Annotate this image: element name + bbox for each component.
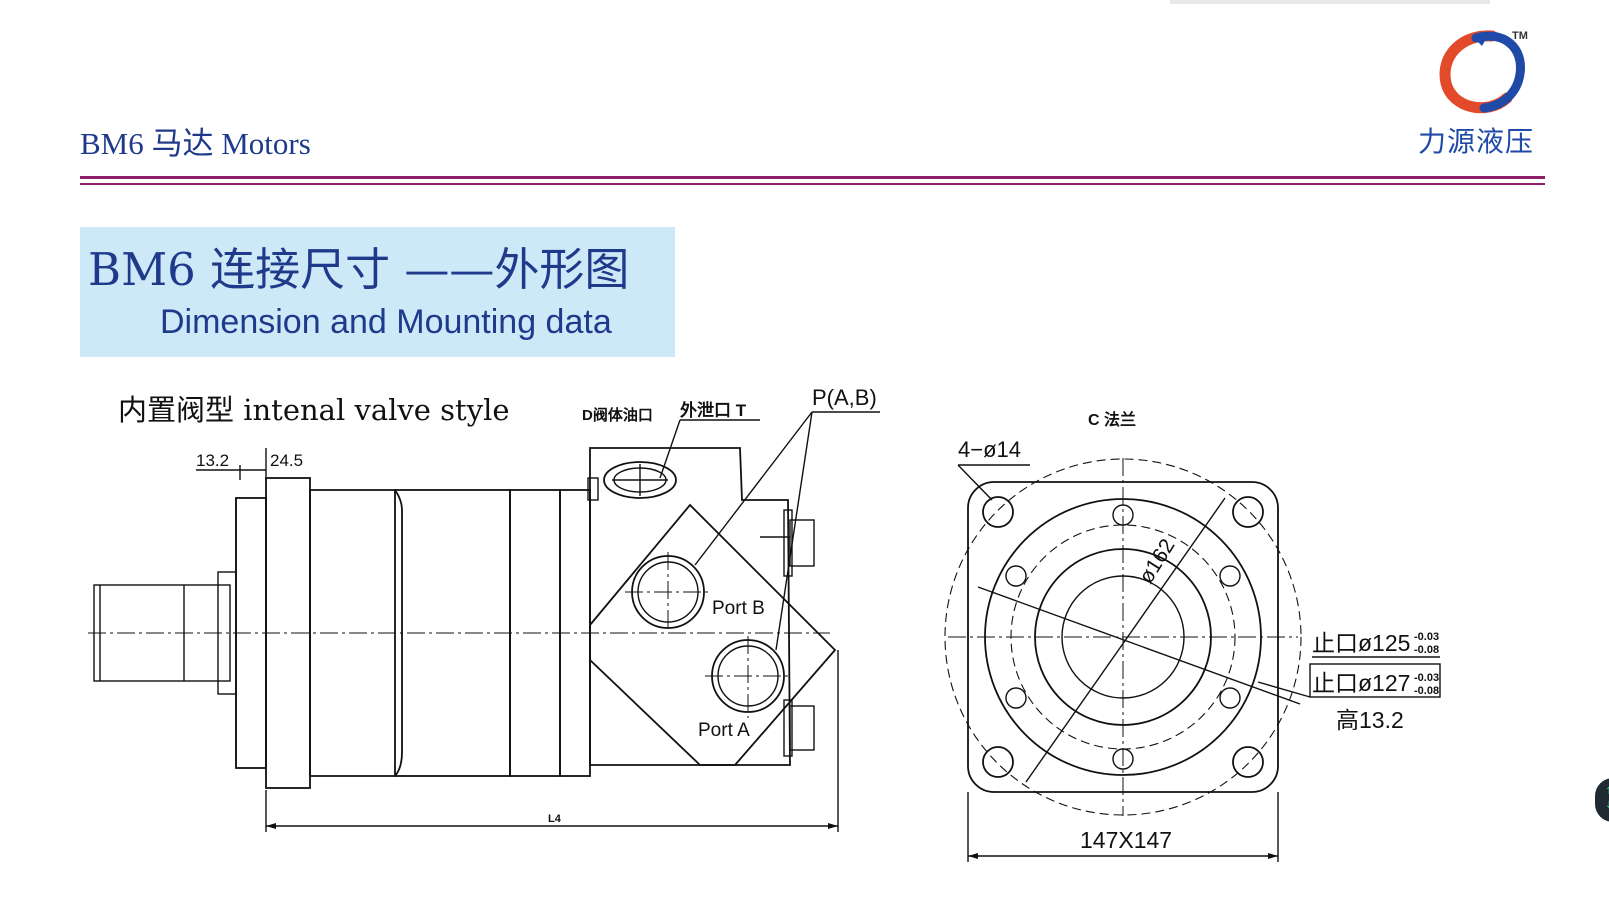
port-a-label: Port A bbox=[698, 720, 750, 741]
section-banner: BM6 连接尺寸 ——外形图 Dimension and Mounting da… bbox=[80, 227, 675, 357]
pilot-125-label: 止口ø125 bbox=[1312, 630, 1410, 656]
dim-24-5-label: 24.5 bbox=[270, 451, 303, 470]
banner-title-en: Dimension and Mounting data bbox=[160, 303, 612, 341]
nav-down-icon: ↓ bbox=[1605, 800, 1609, 811]
nav-up-icon: ↑ bbox=[1605, 786, 1609, 797]
page-header-title: BM6 马达 Motors bbox=[80, 126, 311, 161]
port-b-label: Port B bbox=[712, 598, 765, 619]
valve-style-label: 内置阀型 intenal valve style bbox=[118, 393, 510, 427]
header-rule-top bbox=[80, 176, 1545, 179]
top-shade-bar bbox=[1170, 0, 1490, 4]
pilot-127-label: 止口ø127 bbox=[1312, 670, 1410, 696]
port-pab-label: P(A,B) bbox=[812, 385, 877, 410]
drain-d-label: D阀体油口 bbox=[582, 406, 653, 424]
banner-title-zh: BM6 连接尺寸 ——外形图 bbox=[88, 243, 630, 296]
logo-mark-icon bbox=[1439, 30, 1525, 114]
dim-13-2-label: 13.2 bbox=[196, 451, 229, 470]
square-size-label: 147X147 bbox=[1080, 827, 1172, 853]
logo-company-name: 力源液压 bbox=[1418, 125, 1535, 158]
pilot-125-tol-lower: -0.08 bbox=[1414, 644, 1439, 656]
bolt-holes-label: 4−ø14 bbox=[958, 437, 1021, 462]
slide-nav-button[interactable]: ↑ ↓ bbox=[1595, 778, 1609, 822]
l4-label: L4 bbox=[548, 813, 562, 825]
flange-type-label: C 法兰 bbox=[1088, 410, 1136, 429]
header-rule-bottom bbox=[80, 183, 1545, 185]
company-logo: TM 力源液压 bbox=[1418, 28, 1558, 158]
height-label: 高13.2 bbox=[1336, 707, 1404, 733]
pilot-125-tol-upper: -0.03 bbox=[1414, 631, 1439, 643]
circle-diameter-label: ø162 bbox=[1135, 535, 1180, 588]
pilot-127-tol-lower: -0.08 bbox=[1414, 685, 1439, 697]
drain-t-label: 外泄口 T bbox=[680, 400, 747, 420]
logo-trademark: TM bbox=[1512, 30, 1528, 42]
pilot-127-tol-upper: -0.03 bbox=[1414, 672, 1439, 684]
